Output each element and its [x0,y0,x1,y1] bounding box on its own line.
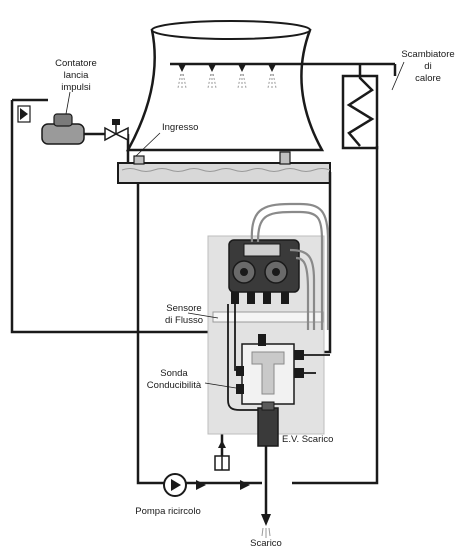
labels: Contatore lancia impulsi Ingresso Scambi… [55,49,455,549]
flow-sensor-label-line1: Sensore [166,303,201,314]
recirculation-pump [163,473,250,497]
nozzle-icon [177,64,187,89]
exchanger-label-line1: Scambiatore [401,49,454,60]
meter-label-line3: impulsi [61,82,91,93]
cooling-tower [125,20,325,152]
drain-valve-label: E.V. Scarico [282,434,333,445]
signal-wires [227,304,330,411]
spray-nozzles [177,64,277,89]
probe-label-line1: Sonda [160,368,188,379]
exchanger-label-line2: di [424,61,431,72]
nozzle-icon [237,64,247,89]
exchanger-label-line3: calore [415,73,441,84]
drain-solenoid-valve [257,401,279,447]
inlet-label: Ingresso [162,122,198,133]
drain-outlet [261,514,271,538]
flow-sensor-label-line2: di Flusso [165,315,203,326]
inlet-valve [104,119,129,142]
piping [10,98,379,520]
leader-lines [65,61,405,389]
dosing-pump [228,239,300,304]
pulse-meter [17,105,85,145]
sensor-manifold [236,334,304,405]
chemical-tubes [250,202,330,330]
check-valve [214,440,230,471]
nozzle-icon [267,64,277,89]
meter-label-line2: lancia [64,70,90,81]
tower-basin [117,151,331,184]
meter-label-line1: Contatore [55,58,97,69]
heat-exchanger [341,64,397,150]
nozzle-icon [207,64,217,89]
recirc-pump-label: Pompa ricircolo [135,506,200,517]
drain-label: Scarico [250,538,282,548]
probe-label-line2: Conducibilità [147,380,202,391]
